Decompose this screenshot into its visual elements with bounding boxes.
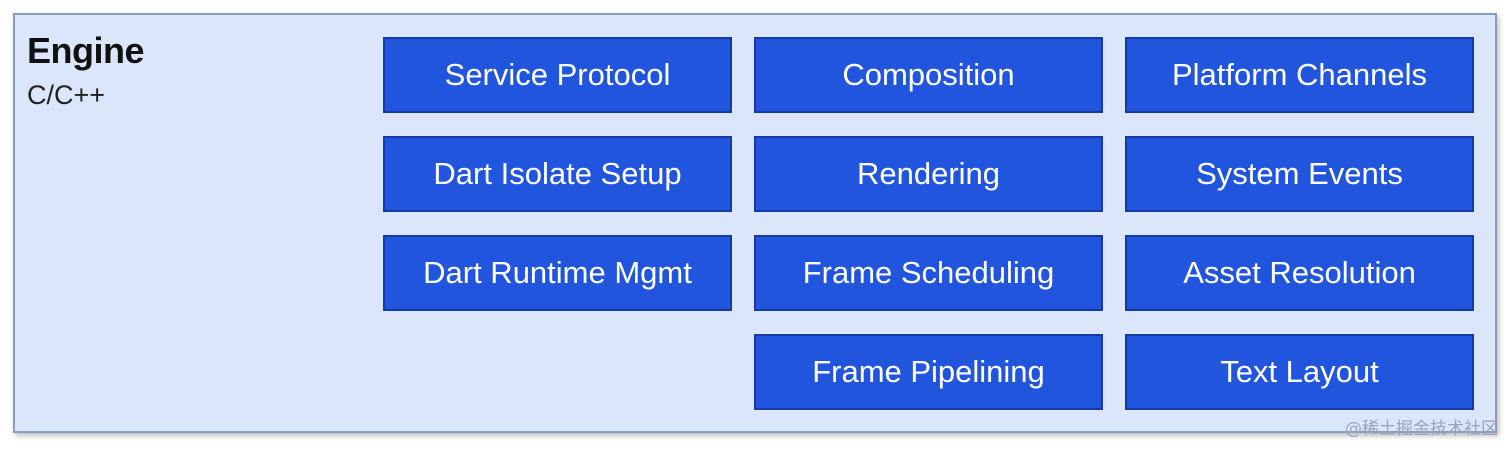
service-protocol-box: Service Protocol: [383, 37, 732, 113]
system-events-box: System Events: [1125, 136, 1474, 212]
watermark-text: @稀土掘金技术社区: [1345, 419, 1498, 439]
composition-box: Composition: [754, 37, 1103, 113]
dart-isolate-setup-box: Dart Isolate Setup: [383, 136, 732, 212]
engine-subtitle: C/C++: [27, 80, 106, 110]
platform-channels-box: Platform Channels: [1125, 37, 1474, 113]
asset-resolution-box: Asset Resolution: [1125, 235, 1474, 311]
engine-title: Engine: [27, 30, 145, 71]
frame-pipelining-box: Frame Pipelining: [754, 334, 1103, 410]
text-layout-box: Text Layout: [1125, 334, 1474, 410]
frame-scheduling-box: Frame Scheduling: [754, 235, 1103, 311]
rendering-box: Rendering: [754, 136, 1103, 212]
dart-runtime-mgmt-box: Dart Runtime Mgmt: [383, 235, 732, 311]
